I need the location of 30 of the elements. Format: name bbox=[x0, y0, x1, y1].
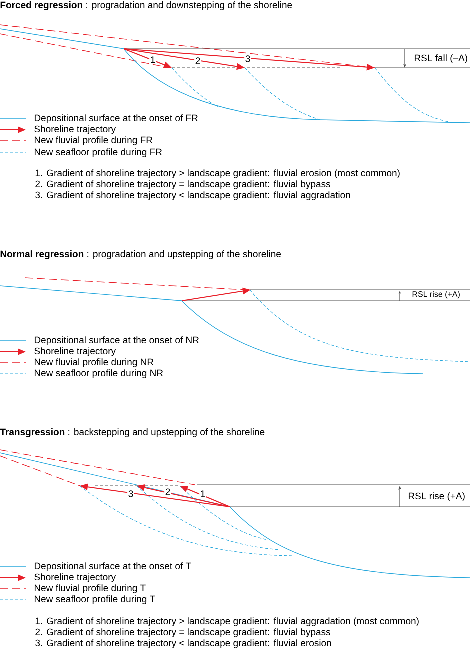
legend-label: Depositional surface at the onset of NR bbox=[34, 336, 200, 346]
legend-label: New fluvial profile during NR bbox=[34, 358, 154, 368]
note-text: 3. Gradient of shoreline trajectory < landscape gradient: fluvial aggradation bbox=[36, 192, 350, 200]
dimension-label: RSL rise (+A) bbox=[412, 291, 460, 299]
legend-label: New seafloor profile during FR bbox=[34, 148, 162, 158]
callout-number: 1 bbox=[150, 56, 156, 64]
callout-number: 1 bbox=[200, 490, 206, 498]
dimension-label: RSL rise (+A) bbox=[409, 492, 465, 502]
legend-label: New fluvial profile during T bbox=[34, 584, 146, 594]
legend-label: Shoreline trajectory bbox=[34, 126, 116, 134]
callout-number: 3 bbox=[244, 54, 252, 64]
note-text: 3. Gradient of shoreline trajectory < landscape gradient: fluvial erosion bbox=[36, 640, 332, 648]
note-text: 1. Gradient of shoreline trajectory > landscape gradient: fluvial aggradation (most common) bbox=[36, 618, 419, 626]
callout-number: 3 bbox=[128, 490, 134, 498]
legend-label: New fluvial profile during FR bbox=[34, 136, 153, 146]
legend-label: Shoreline trajectory bbox=[34, 348, 116, 356]
callout-number: 2 bbox=[164, 488, 172, 496]
note-text: 1. Gradient of shoreline trajectory > landscape gradient: fluvial erosion (most common) bbox=[36, 170, 400, 178]
note-text: 2. Gradient of shoreline trajectory = landscape gradient: fluvial bypass bbox=[36, 628, 330, 638]
legend-label: Depositional surface at the onset of FR bbox=[34, 114, 198, 124]
legend-label: Depositional surface at the onset of T bbox=[34, 562, 192, 572]
panel-heading: Normal regression : progradation and upstepping of the shoreline bbox=[0, 250, 282, 260]
legend-label: New seafloor profile during T bbox=[34, 596, 156, 604]
dimension-label: RSL fall (–A) bbox=[415, 54, 468, 64]
panel-heading: Forced regression : progradation and downstepping of the shoreline bbox=[0, 2, 292, 10]
note-text: 2. Gradient of shoreline trajectory = landscape gradient: fluvial bypass bbox=[36, 180, 330, 190]
panel-heading: Transgression : backstepping and upstepping of the shoreline bbox=[0, 428, 265, 438]
callout-number: 2 bbox=[194, 56, 202, 66]
legend-label: Shoreline trajectory bbox=[34, 574, 116, 582]
legend-label: New seafloor profile during NR bbox=[34, 370, 164, 378]
